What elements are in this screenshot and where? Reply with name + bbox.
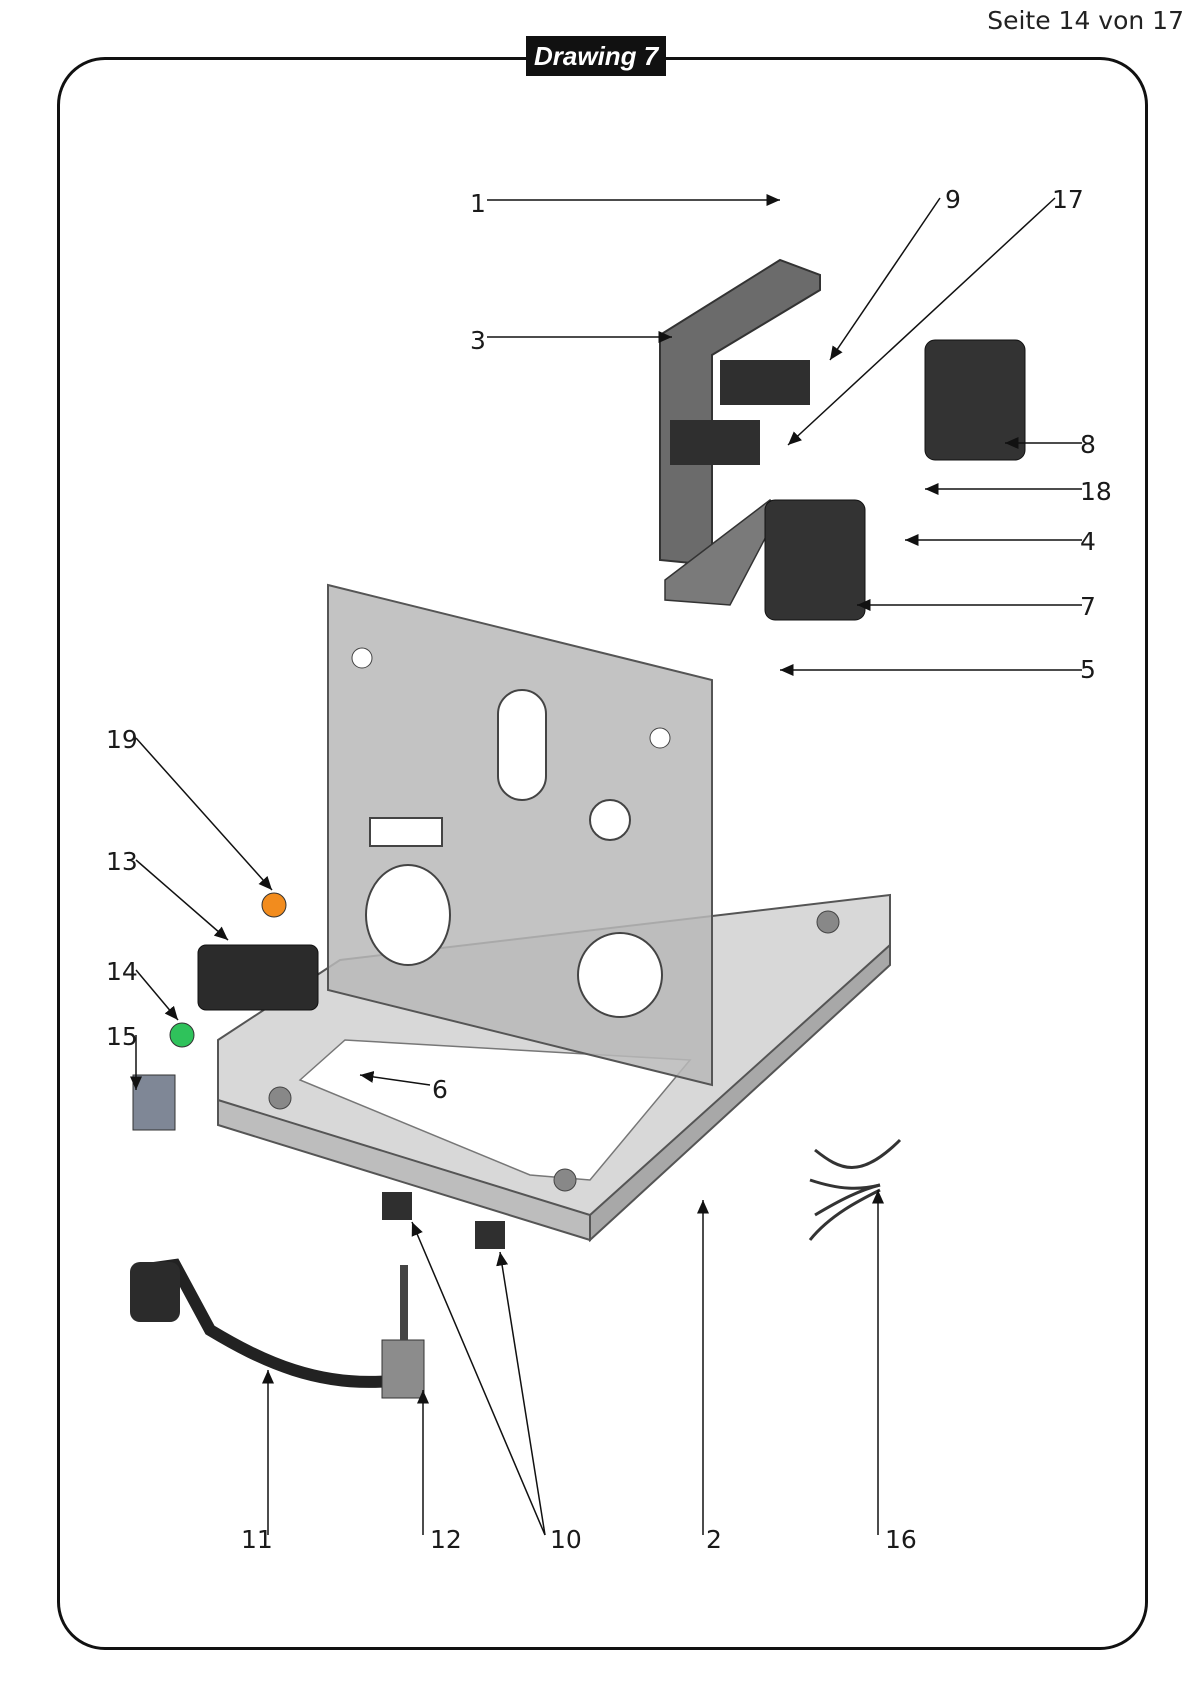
callout-17: 17 [1052,185,1084,214]
leader-lines [130,194,1082,1536]
orange-indicator-lamp [261,892,287,918]
callout-5: 5 [1080,655,1096,684]
green-indicator-lamp [169,1022,195,1048]
callout-8: 8 [1080,430,1096,459]
callout-1: 1 [470,189,486,218]
socket-cover [197,944,319,1011]
callout-19: 19 [106,725,138,754]
callout-3: 3 [470,326,486,355]
page-number: Seite 14 von 17 [987,6,1184,35]
power-cord [130,1258,425,1399]
callout-2: 2 [706,1525,722,1554]
callout-13: 13 [106,847,138,876]
drawing-title: Drawing 7 [526,36,667,76]
transformer-upper [924,339,1026,461]
callout-7: 7 [1080,592,1096,621]
callout-4: 4 [1080,527,1096,556]
transformer-lower [764,499,866,621]
callout-18: 18 [1080,477,1112,506]
rocker-switch-left [382,1192,412,1220]
callout-15: 15 [106,1022,138,1051]
toggle-switch [132,1074,176,1131]
wire-harness [808,1138,902,1241]
callout-10: 10 [550,1525,582,1554]
relay-bracket [659,258,821,606]
callout-9: 9 [945,185,961,214]
callout-12: 12 [430,1525,462,1554]
rear-panel [327,583,713,1087]
callout-14: 14 [106,957,138,986]
callout-16: 16 [885,1525,917,1554]
callout-6: 6 [432,1075,448,1104]
rocker-switch-right [475,1221,505,1249]
callout-11: 11 [241,1525,273,1554]
